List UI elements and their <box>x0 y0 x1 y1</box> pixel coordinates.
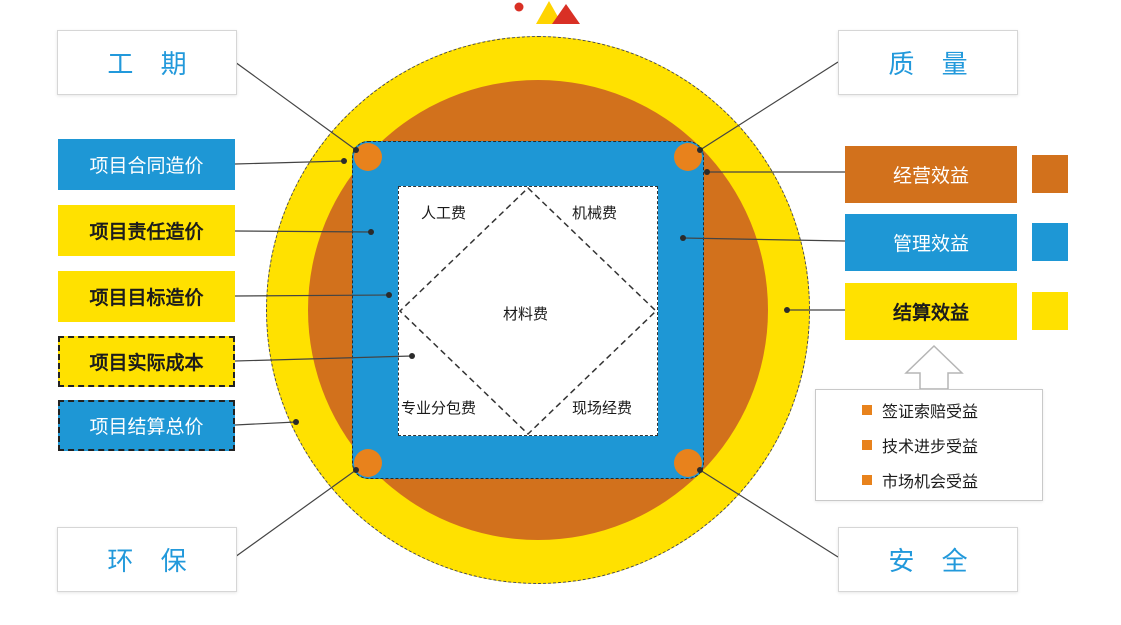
corner-dot-top-right <box>674 143 702 171</box>
label-environment: 环 保 <box>57 527 237 592</box>
label-safety: 安 全 <box>838 527 1018 592</box>
bullet-square-icon <box>862 405 872 415</box>
box-liability-price: 项目责任造价 <box>58 205 235 256</box>
corner-dot-top-left <box>354 143 382 171</box>
label-duration: 工 期 <box>57 30 237 95</box>
box-actual-cost: 项目实际成本 <box>58 336 235 387</box>
corner-dot-bottom-right <box>674 449 702 477</box>
benefit-item: 市场机会受益 <box>862 468 1042 492</box>
box-target-price: 项目目标造价 <box>58 271 235 322</box>
cost-item-site-expense: 现场经费 <box>572 400 633 417</box>
benefit-item: 签证索赔受益 <box>862 398 1042 422</box>
box-contract-price: 项目合同造价 <box>58 139 235 190</box>
benefit-item: 技术进步受益 <box>862 433 1042 457</box>
box-settlement-total: 项目结算总价 <box>58 400 235 451</box>
logo <box>514 1 580 24</box>
legend-swatch-blue <box>1032 223 1068 261</box>
cost-item-materials: 材料费 <box>503 306 549 323</box>
benefit-tech: 技术进步受益 <box>882 439 979 456</box>
box-settlement-benefit: 结算效益 <box>845 283 1017 340</box>
legend-swatch-yellow <box>1032 292 1068 330</box>
benefits-callout: 签证索赔受益 技术进步受益 市场机会受益 <box>815 389 1043 501</box>
cost-item-labor: 人工费 <box>421 205 467 222</box>
benefit-market: 市场机会受益 <box>882 474 979 491</box>
legend-swatch-orange <box>1032 155 1068 193</box>
cost-item-subcontracting: 专业分包费 <box>401 400 477 417</box>
cost-item-machinery: 机械费 <box>572 205 618 222</box>
box-management-benefit: 管理效益 <box>845 214 1017 271</box>
label-quality: 质 量 <box>838 30 1018 95</box>
benefits-up-arrow <box>904 344 964 390</box>
box-operating-benefit: 经营效益 <box>845 146 1017 203</box>
bullet-square-icon <box>862 475 872 485</box>
corner-dot-bottom-left <box>354 449 382 477</box>
bullet-square-icon <box>862 440 872 450</box>
benefit-claim: 签证索赔受益 <box>882 404 979 421</box>
